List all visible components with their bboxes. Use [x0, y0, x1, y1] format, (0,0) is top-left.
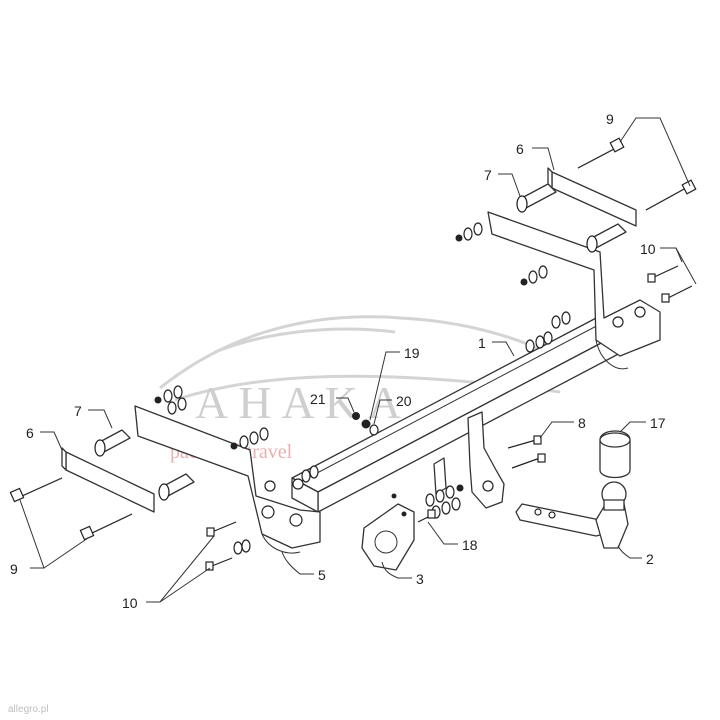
- watermark-brand: AHAKA: [195, 377, 411, 428]
- label-6-left: 6: [26, 425, 34, 441]
- left-side-bracket: [134, 405, 321, 554]
- label-21: 21: [310, 391, 326, 407]
- label-5: 5: [318, 567, 326, 583]
- label-20: 20: [396, 393, 412, 409]
- label-10-top: 10: [640, 241, 656, 257]
- right-nuts-washers: [455, 222, 571, 353]
- tow-ball-arm-part-2: [515, 481, 629, 549]
- label-19: 19: [404, 345, 420, 361]
- label-17: 17: [650, 415, 666, 431]
- leader-lines: [19, 117, 697, 603]
- label-10-left: 10: [122, 595, 138, 611]
- part-number-labels: 9 6 7 10 1 19 21 20 8 17 7 6 9 10 5 18 3…: [10, 111, 666, 611]
- label-9-left: 9: [10, 561, 18, 577]
- label-7-left: 7: [74, 403, 82, 419]
- label-6-top: 6: [516, 141, 524, 157]
- label-18: 18: [462, 537, 478, 553]
- socket-plate-part-3: [361, 493, 415, 571]
- right-side-bracket: [487, 211, 661, 370]
- label-3: 3: [416, 571, 424, 587]
- right-spacers-part-7: [516, 183, 627, 253]
- left-bolts-part-10: [205, 521, 251, 571]
- ball-receiver-bracket: [433, 411, 505, 509]
- right-bolts-part-10: [647, 265, 693, 303]
- left-plate-part-6: [61, 447, 155, 513]
- bolt-part-18: [417, 509, 436, 523]
- left-nuts-washers: [154, 385, 319, 483]
- label-8: 8: [578, 415, 586, 431]
- label-9-top: 9: [606, 111, 614, 127]
- right-plate-part-6: [547, 167, 637, 227]
- label-1: 1: [478, 335, 486, 351]
- label-2: 2: [646, 551, 654, 567]
- ball-cover-part-17: [599, 430, 631, 479]
- label-7-top: 7: [484, 167, 492, 183]
- right-long-bolts-part-9: [577, 137, 697, 211]
- small-nuts-19-20-21: [352, 412, 379, 436]
- hitch-bolts-part-8: [507, 435, 546, 469]
- center-nuts-washers: [425, 484, 464, 519]
- left-spacers-part-7: [94, 429, 195, 501]
- left-long-bolts-part-9: [9, 477, 133, 541]
- source-watermark: allegro.pl: [8, 704, 49, 715]
